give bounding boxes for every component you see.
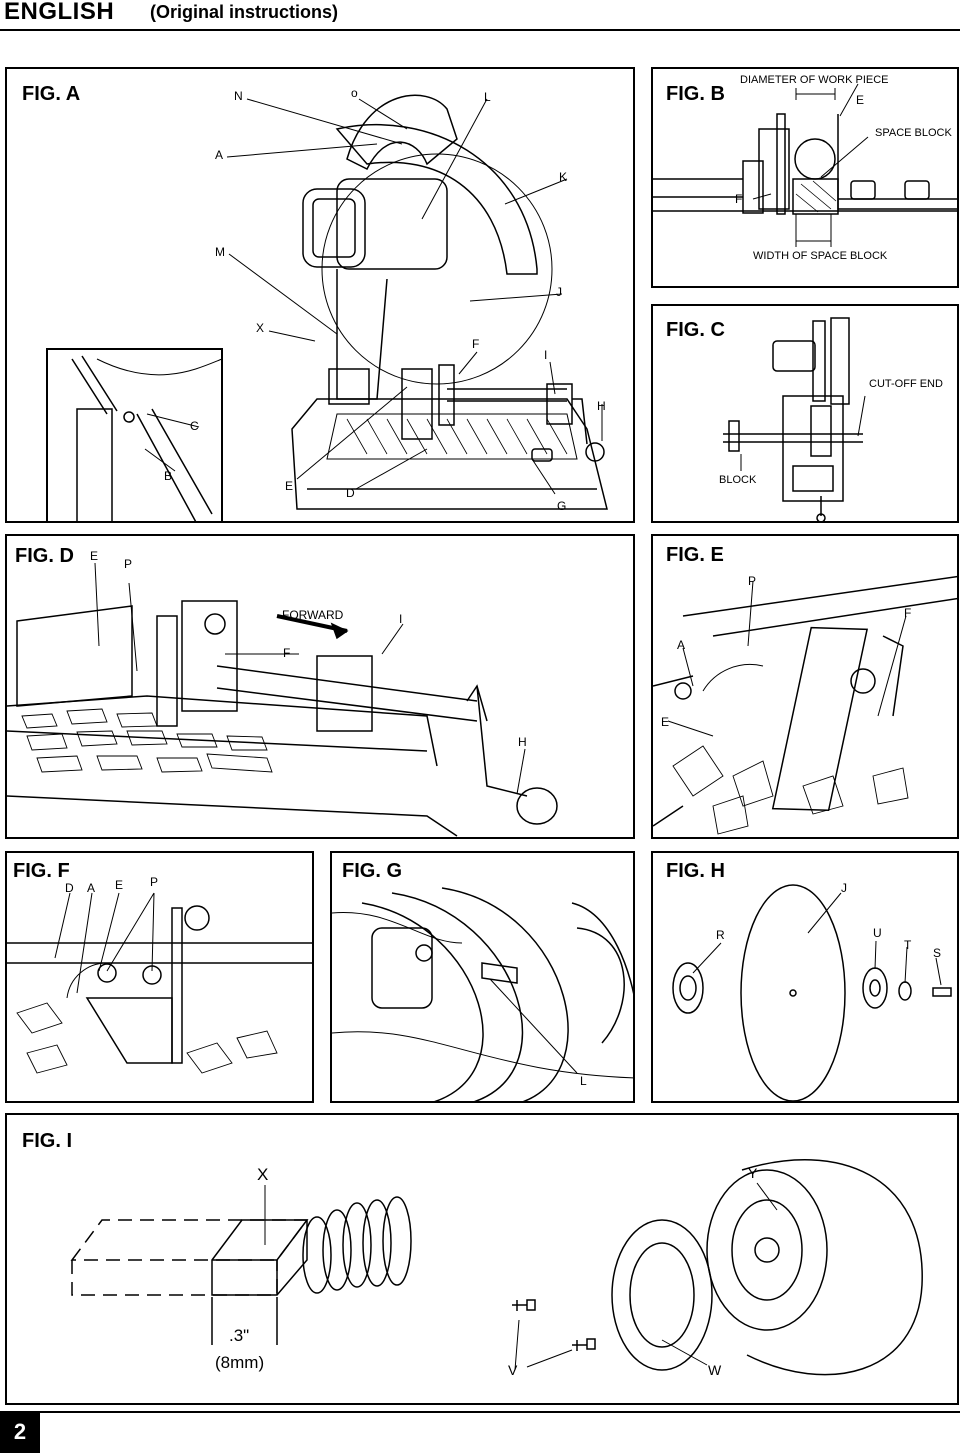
label-space-block: SPACE BLOCK <box>875 127 952 139</box>
figure-g-title: FIG. G <box>342 860 402 882</box>
label-a: A <box>215 148 224 162</box>
figure-e-panel: FIG. E P F A E <box>651 534 959 839</box>
label-a: A <box>677 638 686 652</box>
label-s: S <box>933 946 942 960</box>
label-r: R <box>716 928 725 942</box>
figure-d-illustration <box>7 562 558 837</box>
figure-b-title: FIG. B <box>666 83 725 105</box>
label-p: P <box>748 574 757 588</box>
label-i: I <box>399 612 403 626</box>
figure-e-illustration <box>653 575 957 835</box>
label-l: L <box>484 90 491 104</box>
label-j: J <box>841 881 847 895</box>
label-cut-off-end: CUT-OFF END <box>869 378 943 390</box>
label-k: K <box>559 170 568 184</box>
label-i: I <box>544 348 548 362</box>
figure-g-illustration <box>332 887 633 1101</box>
label-e: E <box>285 479 294 493</box>
figure-d-title: FIG. D <box>15 545 74 567</box>
figure-f-panel: FIG. F D A E P <box>5 851 314 1103</box>
figure-f-illustration <box>7 892 312 1074</box>
figure-c-title: FIG. C <box>666 319 725 341</box>
label-e: E <box>115 878 124 892</box>
language-heading: ENGLISH <box>4 0 115 25</box>
label-p: P <box>124 557 133 571</box>
label-x: X <box>256 321 265 335</box>
label-m: M <box>215 245 225 259</box>
label-w: W <box>708 1362 722 1378</box>
label-block: BLOCK <box>719 474 757 486</box>
figure-i-title: FIG. I <box>22 1130 72 1152</box>
figure-i-panel: FIG. I X Y .3" (8mm) V W <box>5 1113 959 1405</box>
figure-a-title: FIG. A <box>22 83 81 105</box>
figure-h-illustration <box>672 884 952 1101</box>
page-header: ENGLISH (Original instructions) <box>0 0 960 28</box>
label-c: C <box>190 419 199 433</box>
header-subtitle: (Original instructions) <box>150 2 339 22</box>
figure-g-panel: FIG. G L <box>330 851 635 1103</box>
figure-h-title: FIG. H <box>666 860 725 882</box>
figure-h-panel: FIG. H J R U T S <box>651 851 959 1103</box>
label-f: F <box>283 646 291 660</box>
label-l: L <box>580 1074 587 1088</box>
figure-c-panel: FIG. C CUT-OFF END BLOCK <box>651 304 959 523</box>
label-f: F <box>735 192 743 206</box>
label-b: B <box>164 469 173 483</box>
figure-e-title: FIG. E <box>666 544 724 566</box>
label-x: X <box>257 1165 269 1184</box>
label-d: D <box>65 881 74 895</box>
label-a: A <box>87 881 96 895</box>
label-j: J <box>556 285 562 299</box>
label-v: V <box>508 1362 518 1378</box>
label-d: D <box>346 486 355 500</box>
label-e: E <box>661 715 670 729</box>
label-h: H <box>518 735 527 749</box>
label-e: E <box>90 549 99 563</box>
figure-a-illustration <box>46 94 608 521</box>
label-n: N <box>234 89 243 103</box>
figure-d-panel: FIG. D E P FORWARD I F H <box>5 534 635 839</box>
label-diameter-of-work-piece: DIAMETER OF WORK PIECE <box>740 74 889 86</box>
figure-c-illustration <box>723 317 866 521</box>
label-h: H <box>597 399 606 413</box>
label-y: Y <box>748 1165 758 1181</box>
label-t: T <box>904 938 912 952</box>
label-g: G <box>557 499 567 513</box>
label-u: U <box>873 926 882 940</box>
brush-length-mm: (8mm) <box>215 1353 265 1372</box>
header-rule <box>0 29 960 31</box>
label-e: E <box>856 93 865 107</box>
brush-length-inches: .3" <box>229 1326 250 1345</box>
label-f: F <box>904 606 912 620</box>
figure-i-illustration <box>70 1158 923 1376</box>
figure-a-panel: FIG. A N o L A K M J X F I H C B E D G <box>5 67 635 523</box>
figure-f-title: FIG. F <box>13 860 70 882</box>
footer-rule <box>40 1411 960 1413</box>
figure-b-panel: FIG. B DIAMETER OF WORK PIECE E SPACE BL… <box>651 67 959 288</box>
label-p: P <box>150 875 159 889</box>
label-forward: FORWARD <box>282 608 344 622</box>
figure-b-illustration <box>653 83 957 247</box>
page-number: 2 <box>0 1411 40 1453</box>
label-f: F <box>472 337 480 351</box>
label-o: o <box>351 86 358 100</box>
label-width-of-space-block: WIDTH OF SPACE BLOCK <box>753 250 888 262</box>
